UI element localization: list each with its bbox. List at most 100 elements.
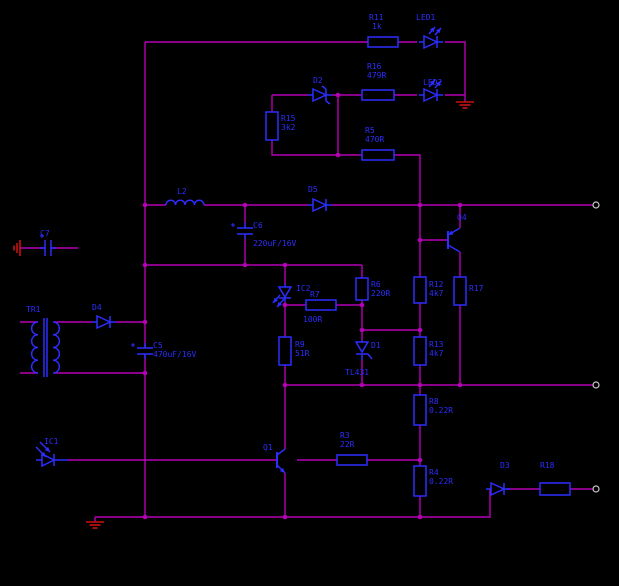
component-label: IC1 (44, 437, 59, 446)
junction-dot (282, 382, 288, 388)
component-label: Q1 (263, 443, 273, 452)
junction-dot (242, 202, 248, 208)
connector-pin[interactable] (592, 381, 600, 389)
component-label: C7 (40, 229, 50, 238)
component-label: Q4 (457, 213, 467, 222)
junction-dot (417, 202, 423, 208)
component-Q4[interactable]: Q4 (447, 213, 467, 253)
component-value: 470R (365, 135, 384, 144)
wire[interactable] (95, 489, 491, 518)
junction-dot (142, 319, 148, 325)
component-value: 470uF/16V (153, 350, 197, 359)
junction-dot (457, 382, 463, 388)
component-R8[interactable]: R80.22R (413, 394, 453, 426)
junction-dot (457, 202, 463, 208)
component-LED1[interactable]: LED1 (416, 13, 443, 50)
component-label: IC2 (296, 284, 311, 293)
component-label: R8 (429, 397, 439, 406)
junction-dot (359, 327, 365, 333)
component-label: LED2 (423, 78, 442, 87)
component-value: TL431 (345, 368, 369, 377)
wire[interactable] (271, 140, 362, 156)
junction-dot (282, 262, 288, 268)
component-LED2[interactable]: LED2 (419, 78, 443, 103)
component-TR1[interactable]: TR1 (26, 305, 61, 377)
component-IC1[interactable]: IC1 (35, 437, 68, 468)
component-label: D3 (500, 461, 510, 470)
component-label: D4 (92, 303, 102, 312)
junction-dot (417, 514, 423, 520)
junction-dot (282, 514, 288, 520)
component-label: L2 (177, 187, 187, 196)
connector-pin[interactable] (592, 201, 600, 209)
component-Q1[interactable]: Q1 (263, 443, 286, 474)
component-label: R11 (369, 13, 384, 22)
component-label: D5 (308, 185, 318, 194)
component-label: R4 (429, 468, 439, 477)
component-label: R17 (469, 284, 484, 293)
connector-pin[interactable] (592, 485, 600, 493)
junction-dot (282, 302, 288, 308)
component-R18[interactable]: R18 (539, 461, 571, 496)
component-label: C5 (153, 341, 163, 350)
component-label: R13 (429, 340, 444, 349)
component-label: C6 (253, 221, 263, 230)
junction-dot (142, 370, 148, 376)
junction-dot (417, 327, 423, 333)
component-label: R6 (371, 280, 381, 289)
component-label: R5 (365, 126, 375, 135)
component-value: 100R (303, 315, 322, 324)
ground-symbol[interactable] (86, 521, 104, 529)
component-label: LED1 (416, 13, 435, 22)
component-label: R7 (310, 290, 320, 299)
junction-dot (417, 457, 423, 463)
wire[interactable] (394, 154, 421, 277)
component-IC2[interactable]: IC2 (272, 284, 311, 308)
component-D3[interactable]: D3 (486, 461, 510, 497)
wire[interactable] (445, 41, 466, 95)
component-label: R15 (281, 114, 296, 123)
component-R17[interactable]: R17 (453, 276, 484, 306)
component-R4[interactable]: R40.22R (413, 465, 453, 497)
junction-dot (142, 514, 148, 520)
component-D5[interactable]: D5 (308, 185, 332, 213)
wire[interactable] (445, 94, 466, 102)
junction-dot (335, 152, 341, 158)
component-value: 220R (371, 289, 390, 298)
component-label: D2 (313, 76, 323, 85)
component-value: 479R (367, 71, 386, 80)
component-value: 4k7 (429, 349, 444, 358)
component-label: R16 (367, 62, 382, 71)
component-C7[interactable]: C7 (40, 229, 56, 256)
component-value: 3k2 (281, 123, 296, 132)
junction-dot (335, 92, 341, 98)
component-value: 1k (372, 22, 382, 31)
component-label: TR1 (26, 305, 41, 314)
component-label: R12 (429, 280, 444, 289)
component-D4[interactable]: D4 (92, 303, 116, 330)
component-L2[interactable]: L2 (165, 187, 205, 206)
component-value: 51R (295, 349, 310, 358)
component-value: 22R (340, 440, 355, 449)
component-D2[interactable]: D2 (308, 76, 332, 105)
ground-symbol[interactable] (456, 101, 474, 109)
ground-symbol[interactable] (13, 240, 21, 256)
component-value: 4k7 (429, 289, 444, 298)
component-R7[interactable]: R7 100R (303, 290, 337, 324)
component-value: 0.22R (429, 406, 453, 415)
component-label: R18 (540, 461, 555, 470)
